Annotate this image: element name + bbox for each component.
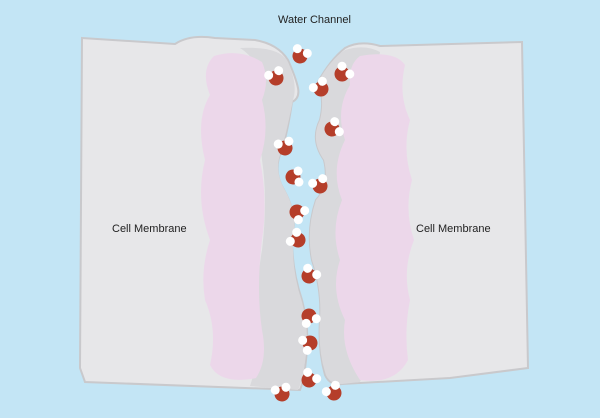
hydrogen-atom [301, 318, 311, 328]
water-molecule [273, 136, 294, 156]
hydrogen-atom [330, 117, 340, 127]
oxygen-atom [289, 204, 305, 220]
water-molecule [321, 380, 342, 401]
hydrogen-atom [302, 48, 312, 58]
water-molecule [301, 367, 322, 388]
water-molecule [308, 174, 328, 194]
water-molecule [301, 308, 321, 328]
left-membrane [78, 35, 309, 392]
hydrogen-atom [298, 335, 308, 345]
hydrogen-atom [270, 385, 280, 395]
hydrogen-atom [308, 83, 318, 93]
water-molecule [289, 204, 310, 225]
hydrogen-atom [312, 270, 322, 280]
oxygen-atom [313, 81, 329, 97]
hydrogen-atom [300, 206, 310, 216]
water-molecule [292, 44, 312, 64]
hydrogen-atom [311, 314, 321, 324]
hydrogen-atom [303, 263, 313, 273]
hydrogen-atom [281, 382, 291, 392]
hydrogen-atom [337, 61, 347, 71]
oxygen-atom [334, 66, 350, 82]
water-molecule [285, 227, 306, 248]
oxygen-atom [326, 385, 342, 401]
water-channel-title: Water Channel [278, 14, 351, 26]
hydrogen-atom [330, 380, 340, 390]
water-molecule [308, 76, 329, 97]
hydrogen-atom [308, 178, 318, 188]
hydrogen-atom [303, 367, 313, 377]
water-molecule [301, 263, 322, 284]
hydrogen-atom [293, 215, 303, 225]
water-molecule [334, 61, 355, 82]
hydrogen-atom [334, 127, 344, 137]
hydrogen-atom [285, 236, 295, 246]
hydrogen-atom [292, 227, 302, 237]
hydrogen-atom [292, 44, 302, 54]
hydrogen-atom [321, 387, 331, 397]
hydrogen-atom [318, 174, 328, 184]
water-molecule [324, 117, 344, 137]
hydrogen-atom [264, 70, 274, 80]
water-molecule [264, 66, 284, 86]
hydrogen-atom [294, 177, 304, 187]
water-molecule [285, 166, 304, 187]
oxygen-atom [301, 268, 317, 284]
hydrogen-atom [284, 136, 294, 146]
water-molecule [270, 382, 291, 402]
hydrogen-atom [274, 66, 284, 76]
oxygen-atom [301, 372, 317, 388]
oxygen-atom [290, 232, 306, 248]
left-membrane-label: Cell Membrane [112, 223, 187, 235]
hydrogen-atom [302, 345, 312, 355]
hydrogen-atom [312, 374, 322, 384]
hydrogen-atom [345, 69, 355, 79]
right-membrane-label: Cell Membrane [416, 223, 491, 235]
hydrogen-atom [273, 139, 283, 149]
water-molecule [298, 335, 318, 355]
right-membrane [308, 40, 530, 386]
water-molecules [264, 44, 355, 402]
hydrogen-atom [317, 76, 327, 86]
hydrogen-atom [293, 166, 303, 176]
